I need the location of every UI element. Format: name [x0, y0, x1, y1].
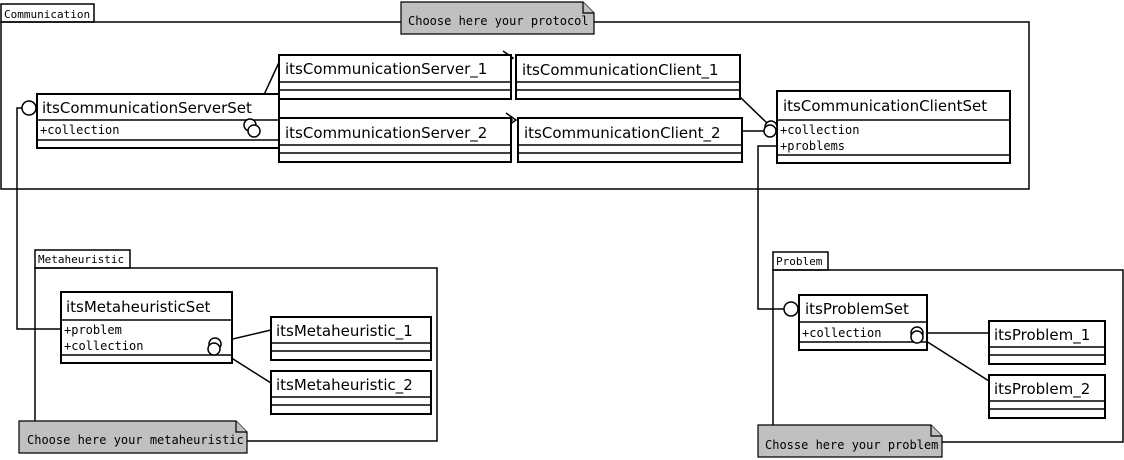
attribute: +collection: [802, 326, 881, 340]
port-clientset-2: [763, 124, 777, 138]
ports: [21, 100, 924, 356]
port-problemset-2: [910, 330, 924, 344]
class-problem-2[interactable]: itsProblem_2: [988, 374, 1106, 419]
package-frame-problem: [772, 269, 1124, 443]
package-problem: Problem: [772, 251, 1124, 443]
class-name: itsCommunicationClient_1: [522, 61, 719, 80]
package-metaheuristic: Metaheuristic: [34, 249, 438, 442]
note-metaheuristic: Choose here your metaheuristic: [18, 420, 248, 454]
class-problem-1[interactable]: itsProblem_1: [988, 320, 1106, 365]
class-name: itsCommunicationClient_2: [524, 124, 721, 143]
class-communication-client-1[interactable]: itsCommunicationClient_1: [515, 54, 741, 100]
connector-serverset-metaset: [16, 107, 61, 330]
package-label-communication: Communication: [4, 8, 90, 21]
connector-problemset-problem2: [925, 340, 990, 382]
class-problem-set[interactable]: itsProblemSet +collection: [798, 294, 928, 351]
connector-clientset-problemset: [757, 145, 785, 310]
note-protocol-text: Choose here your protocol: [408, 14, 589, 28]
class-communication-client-2[interactable]: itsCommunicationClient_2: [517, 117, 743, 163]
attribute: +collection: [64, 339, 143, 353]
class-communication-server-2[interactable]: itsCommunicationServer_2: [278, 117, 512, 163]
package-label-problem: Problem: [776, 255, 823, 268]
class-metaheuristic-2[interactable]: itsMetaheuristic_2: [270, 370, 432, 415]
attribute: +problems: [780, 139, 845, 153]
note-problem: Chosse here your problem: [757, 424, 943, 458]
note-protocol: Choose here your protocol: [400, 1, 595, 35]
class-name: itsProblem_1: [994, 326, 1090, 345]
attribute: +collection: [40, 123, 119, 137]
port-metaset-2: [207, 342, 221, 356]
attribute: +problem: [64, 323, 122, 337]
class-name: itsCommunicationClientSet: [783, 97, 987, 115]
class-metaheuristic-1[interactable]: itsMetaheuristic_1: [270, 316, 432, 361]
note-problem-text: Chosse here your problem: [765, 438, 938, 452]
class-name: itsMetaheuristic_2: [276, 376, 413, 395]
class-name: itsProblemSet: [805, 300, 909, 318]
class-communication-server-set[interactable]: itsCommunicationServerSet +collection: [36, 93, 280, 149]
port-problemset-left: [783, 301, 799, 317]
class-metaheuristic-set[interactable]: itsMetaheuristicSet +problem +collection: [60, 291, 233, 364]
class-name: itsCommunicationServer_2: [285, 124, 487, 143]
attribute: +collection: [780, 123, 859, 137]
class-communication-client-set[interactable]: itsCommunicationClientSet +collection +p…: [776, 90, 1011, 164]
class-communication-server-1[interactable]: itsCommunicationServer_1: [278, 54, 512, 100]
port-serverset-2: [247, 124, 261, 138]
note-metaheuristic-text: Choose here your metaheuristic: [27, 433, 244, 447]
class-name: itsCommunicationServerSet: [42, 99, 252, 117]
package-label-metaheuristic: Metaheuristic: [38, 253, 124, 266]
class-name: itsProblem_2: [994, 380, 1090, 399]
class-name: itsMetaheuristicSet: [66, 298, 211, 316]
class-name: itsCommunicationServer_1: [285, 60, 487, 79]
port-serverset-left: [21, 100, 37, 116]
class-name: itsMetaheuristic_1: [276, 322, 413, 341]
